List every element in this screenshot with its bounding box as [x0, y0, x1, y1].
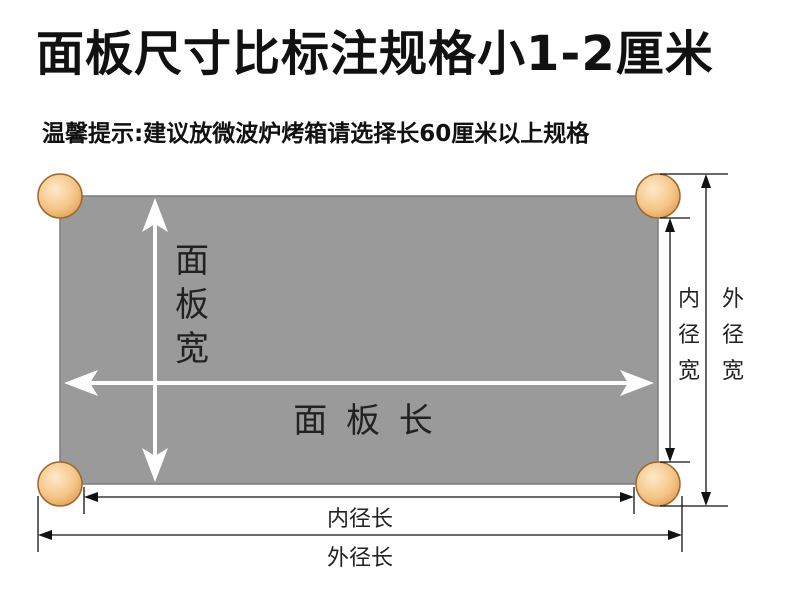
panel-width-arrow [142, 198, 168, 482]
outer-width-char-1: 外 [722, 287, 744, 312]
panel-length-label: 面 板 长 [293, 401, 437, 441]
page-title: 面板尺寸比标注规格小1-2厘米 [36, 26, 714, 82]
panel-width-char-3: 宽 [175, 329, 209, 369]
panel-width-char-1: 面 [175, 241, 209, 281]
outer-width-char-3: 宽 [722, 359, 744, 384]
corner-post-bottom-right [635, 461, 681, 507]
inner-length-label: 内径长 [327, 507, 393, 532]
outer-width-dimension [660, 173, 728, 507]
inner-width-dimension [660, 217, 690, 463]
panel-rect [59, 195, 659, 485]
inner-width-char-2: 径 [678, 323, 700, 348]
outer-width-char-2: 径 [722, 323, 744, 348]
panel-length-arrow [64, 370, 654, 396]
corner-post-top-left [37, 173, 83, 219]
inner-width-char-1: 内 [678, 287, 700, 312]
panel-width-char-2: 板 [175, 285, 209, 325]
inner-width-char-3: 宽 [678, 359, 700, 384]
inner-length-dimension [83, 487, 635, 514]
outer-length-dimension [37, 496, 683, 552]
corner-post-bottom-left [37, 461, 83, 507]
tip-text: 温馨提示:建议放微波炉烤箱请选择长60厘米以上规格 [42, 121, 590, 147]
corner-post-top-right [635, 173, 681, 219]
outer-length-label: 外径长 [327, 546, 393, 571]
